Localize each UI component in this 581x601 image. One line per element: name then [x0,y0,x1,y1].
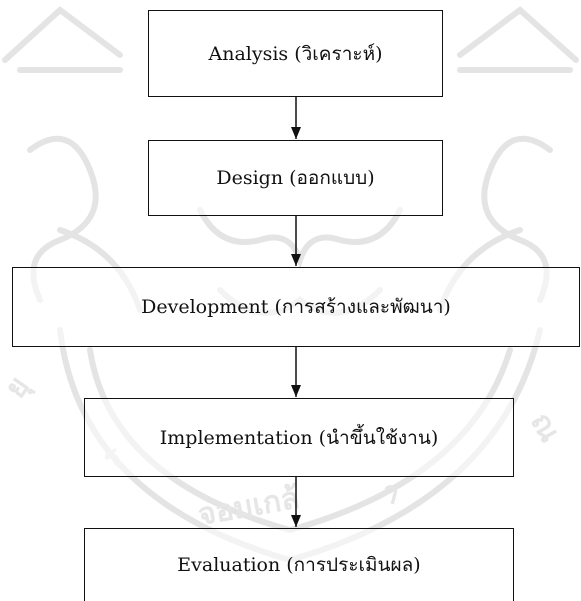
step-evaluation-box: Evaluation (การประเมินผล) [84,528,514,601]
step-development-label: Development (การสร้างและพัฒนา) [141,296,451,318]
step-implementation-box: Implementation (นำขึ้นใช้งาน) [84,398,514,477]
step-design-label: Design (ออกแบบ) [216,167,375,189]
step-analysis-box: Analysis (วิเคราะห์) [148,10,443,97]
step-development-box: Development (การสร้างและพัฒนา) [12,267,580,347]
arrowhead-1 [291,127,301,139]
arrowhead-4 [291,515,301,527]
arrowhead-3 [291,385,301,397]
step-implementation-label: Implementation (นำขึ้นใช้งาน) [159,426,439,449]
step-analysis-label: Analysis (วิเคราะห์) [208,42,383,65]
step-design-box: Design (ออกแบบ) [148,140,443,216]
arrowhead-2 [291,254,301,266]
step-evaluation-label: Evaluation (การประเมินผล) [177,554,421,576]
